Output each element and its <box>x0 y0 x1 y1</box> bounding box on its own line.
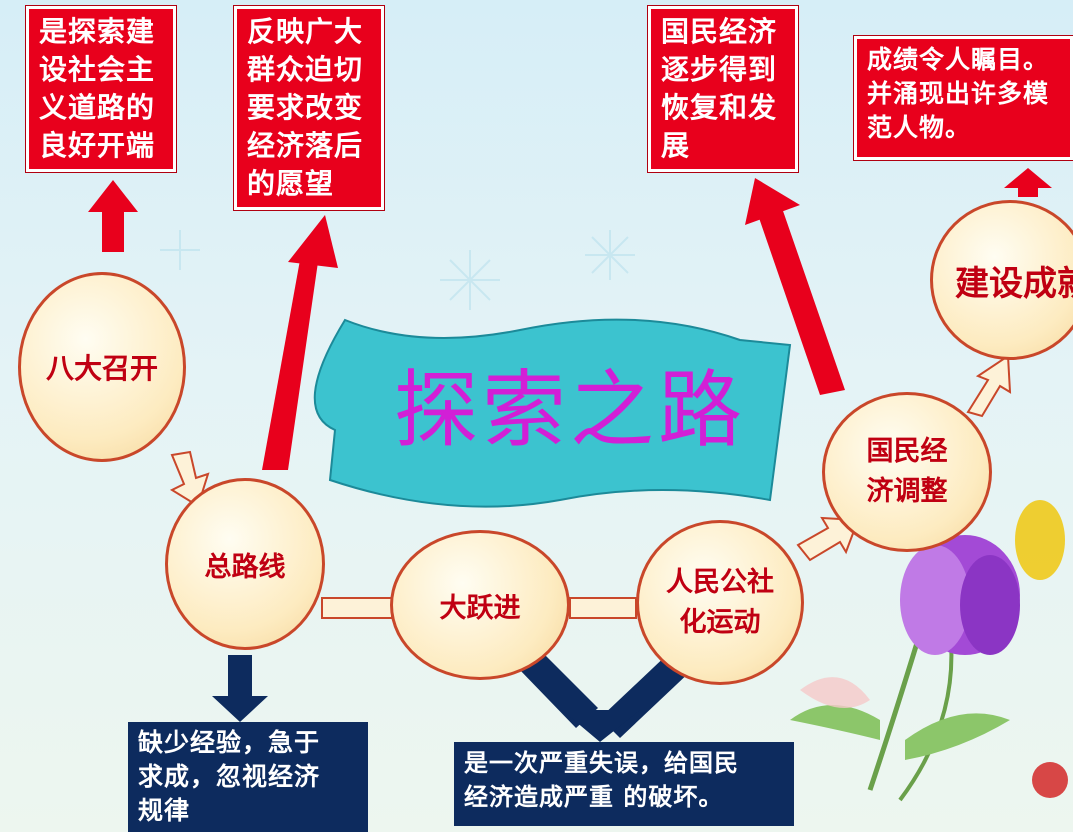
outcome-bada: 是探索建 设社会主 义道路的 良好开端 <box>25 5 177 173</box>
arrow-renmin-to-guomin <box>796 516 860 562</box>
outcome-jianshe: 成绩令人瞩目。 并涌现出许多模 范人物。 <box>853 35 1073 161</box>
node-jianshe: 建设成就 <box>930 200 1073 360</box>
arrow-zongluxian-up <box>262 215 338 470</box>
connector-dayuejin-renmin <box>569 597 637 619</box>
outcome-dayuejin-negative: 是一次严重失误，给国民 经济造成严重 的破坏。 <box>454 742 794 826</box>
arrow-bada-up <box>88 180 138 252</box>
diagram-title: 探索之路 <box>393 361 746 459</box>
outcome-zongluxian-negative: 缺少经验，急于 求成，忽视经济 规律 <box>128 722 368 832</box>
arrow-jianshe-up <box>1004 168 1052 197</box>
arrow-guomin-to-jianshe <box>966 354 1012 418</box>
arrow-guomin-up <box>745 178 845 395</box>
node-bada: 八大召开 <box>18 272 186 462</box>
node-renmin: 人民公社 化运动 <box>636 520 804 685</box>
arrow-dayuejin-down <box>518 650 694 742</box>
arrow-zongluxian-down <box>212 655 268 722</box>
flower-decoration <box>790 500 1068 802</box>
node-guomin: 国民经 济调整 <box>822 392 992 552</box>
node-zongluxian: 总路线 <box>165 478 325 650</box>
outcome-guomin: 国民经济 逐步得到 恢复和发 展 <box>647 5 799 173</box>
node-jianshe-label: 建设成就 <box>955 263 1073 304</box>
connector-zongluxian-dayuejin <box>321 597 393 619</box>
outcome-zongluxian-positive: 反映广大 群众迫切 要求改变 经济落后 的愿望 <box>233 5 385 211</box>
node-dayuejin: 大跃进 <box>390 530 570 680</box>
